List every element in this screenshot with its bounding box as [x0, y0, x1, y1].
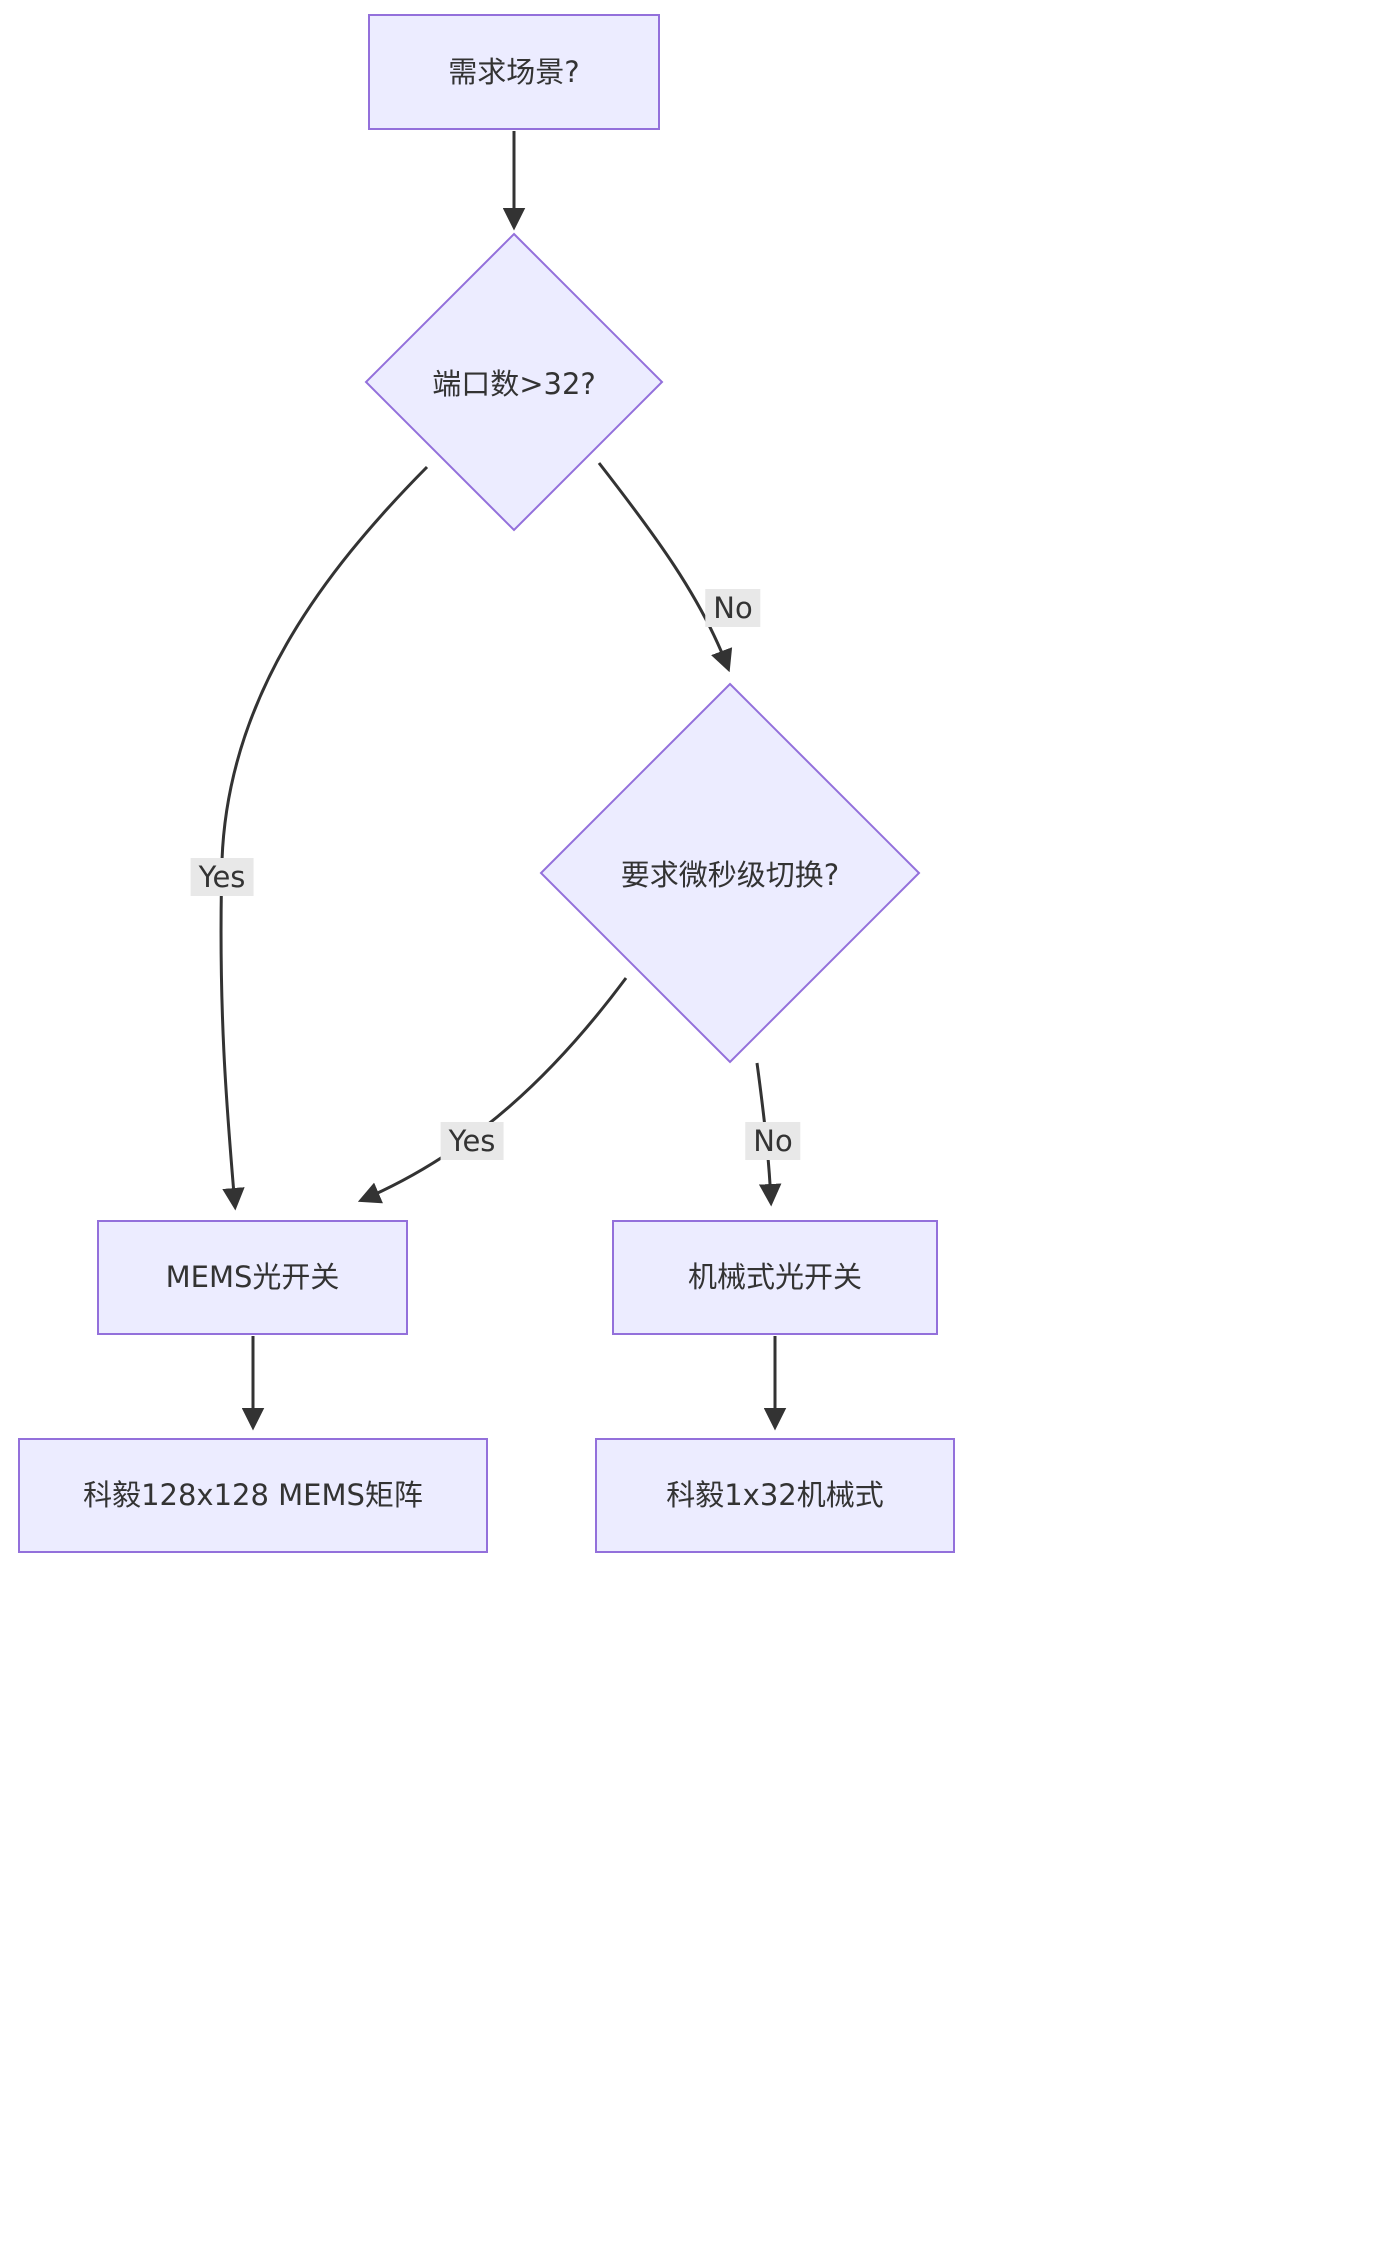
decision-port-count-shape: [364, 232, 664, 532]
node-mechanical-product-label: 科毅1x32机械式: [666, 1478, 884, 1513]
node-start: 需求场景?: [368, 14, 660, 130]
node-mechanical-switch: 机械式光开关: [612, 1220, 938, 1335]
node-mems-product-label: 科毅128x128 MEMS矩阵: [83, 1478, 423, 1513]
node-mems-switch-label: MEMS光开关: [165, 1260, 340, 1295]
node-mechanical-switch-label: 机械式光开关: [687, 1260, 862, 1295]
decision-switch-speed-shape: [539, 682, 921, 1064]
node-start-label: 需求场景?: [448, 54, 580, 89]
edge-port-decision-no-to-speed-decision: [597, 462, 733, 673]
edge-label-no-speed-decision: No: [745, 1122, 801, 1160]
node-mems-product: 科毅128x128 MEMS矩阵: [18, 1438, 488, 1553]
edge-speed-decision-yes-to-mems: [357, 977, 628, 1204]
node-mems-switch: MEMS光开关: [97, 1220, 408, 1335]
edge-port-decision-yes-to-mems: [219, 465, 429, 1211]
edge-label-yes-port-decision: Yes: [190, 858, 254, 896]
node-mechanical-product: 科毅1x32机械式: [595, 1438, 955, 1553]
decision-switch-speed-label: 要求微秒级切换?: [620, 858, 840, 892]
edge-label-no-port-decision: No: [705, 589, 761, 627]
decision-port-count-label: 端口数>32?: [432, 367, 596, 401]
edge-label-yes-speed-decision: Yes: [440, 1122, 504, 1160]
